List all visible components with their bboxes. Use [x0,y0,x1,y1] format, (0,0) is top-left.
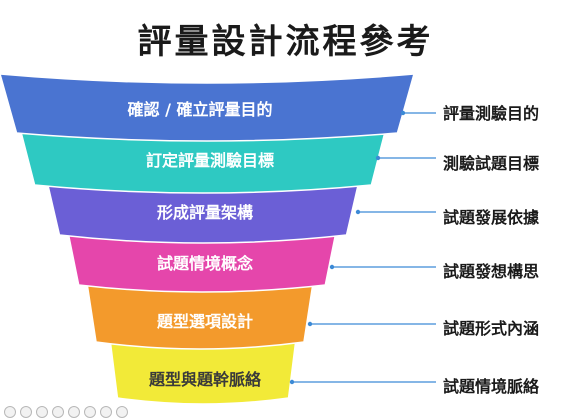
stage-note-4: 試題發想構思 [443,262,540,281]
stage-note-1: 評量測驗目的 [443,104,540,123]
funnel-stage-label-4: 試題情境概念 [157,254,254,273]
taskbar-app-icon[interactable] [4,406,16,418]
taskbar-app-icon[interactable] [52,406,64,418]
taskbar-app-icon[interactable] [68,406,80,418]
taskbar-app-icon[interactable] [100,406,112,418]
connector-dot-1 [400,110,406,116]
stage-note-6: 試題情境脈絡 [443,377,540,396]
funnel-stage-label-5: 題型選項設計 [157,312,253,331]
taskbar-strip [0,402,140,418]
stage-note-2: 測驗試題目標 [443,154,540,173]
taskbar-app-icon[interactable] [116,406,128,418]
stage-note-5: 試題形式內涵 [443,319,540,338]
connector-dot-4 [329,264,335,270]
diagram-title: 評量設計流程參考 [137,22,434,62]
funnel-stage-label-1: 確認 / 確立評量目的 [128,100,273,119]
connector-dot-5 [307,321,313,327]
funnel-stage-label-2: 訂定評量測驗目標 [146,151,274,170]
connector-dot-2 [375,155,381,161]
funnel-stage-label-6: 題型與題幹脈絡 [149,370,262,389]
stage-note-3: 試題發展依據 [443,208,540,227]
taskbar-app-icon[interactable] [36,406,48,418]
connector-dot-3 [355,209,361,215]
connector-dot-6 [289,379,295,385]
taskbar-app-icon[interactable] [20,406,32,418]
taskbar-app-icon[interactable] [84,406,96,418]
funnel-stage-label-3: 形成評量架構 [157,203,253,222]
funnel-stage-1 [0,73,416,142]
